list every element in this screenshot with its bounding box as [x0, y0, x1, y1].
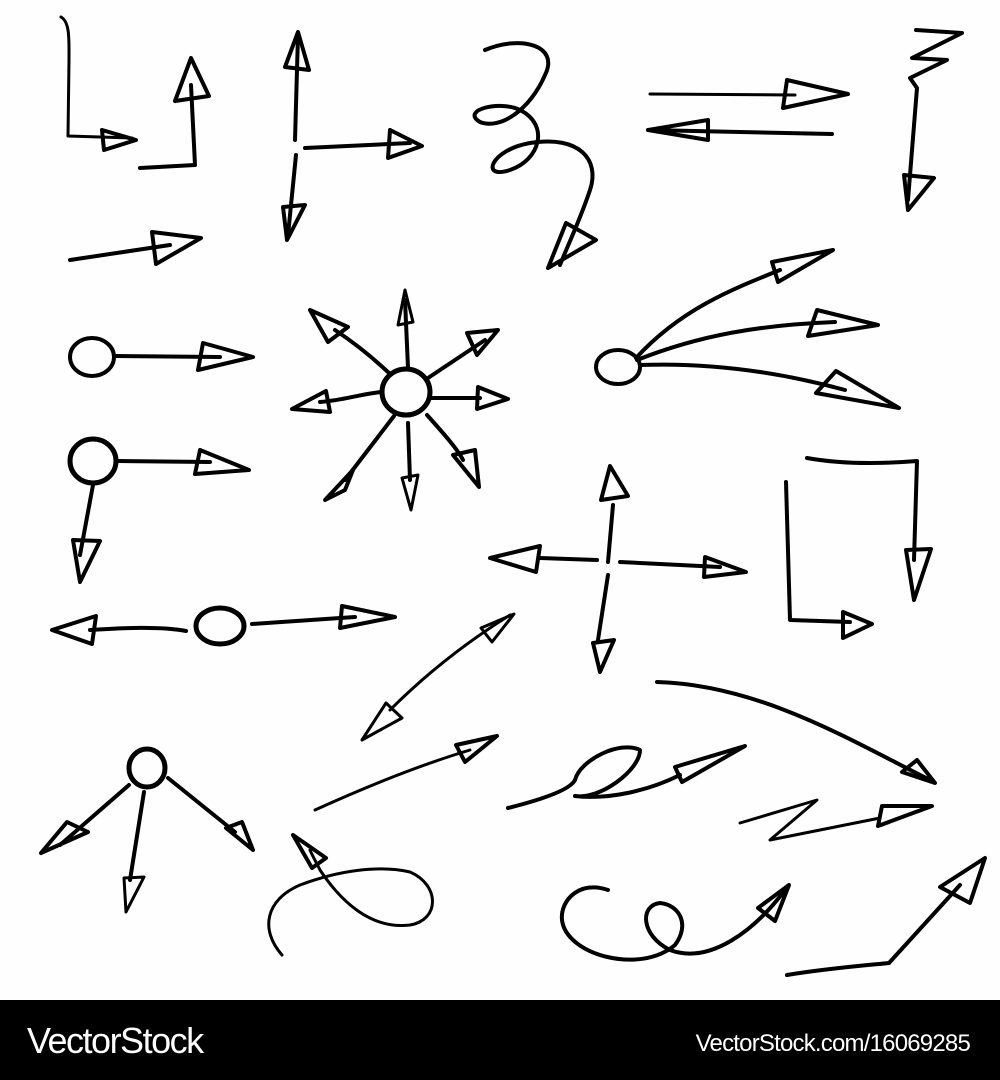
image-url-text: VectorStock.com/16069285 [695, 1030, 971, 1057]
diagonal-double-arrow-icon [360, 612, 516, 742]
looping-arrow-down-icon [472, 41, 598, 270]
three-way-arrow-icon [281, 30, 424, 242]
bracket-arrows-icon [784, 456, 933, 640]
circle-two-arrows-icon [67, 436, 251, 584]
lightning-arrow-icon [738, 798, 934, 842]
circle-arrow-right-icon [68, 336, 255, 378]
fan-arrows-icon [594, 248, 901, 410]
radial-arrows-icon [290, 288, 510, 512]
curved-arrow-icon [655, 680, 937, 785]
left-right-arrows-icon [646, 78, 850, 142]
watermark-footer: VectorStock VectorStock.com/16069285 [0, 1000, 1000, 1080]
circle-three-arrows-icon [39, 746, 255, 914]
bent-arrow-icon [785, 856, 987, 977]
four-way-arrow-icon [488, 464, 748, 674]
zigzag-arrow-down-icon [902, 28, 964, 212]
circle-bidirectional-arrow-icon [50, 604, 397, 647]
doodle-arrows-canvas [39, 15, 987, 977]
arrows-illustration [39, 15, 987, 977]
arrow-right-icon [68, 230, 203, 266]
curl-arrow-icon [559, 883, 791, 962]
figure-eight-arrow-icon [267, 833, 434, 957]
brand-logo-text: VectorStock [27, 1020, 204, 1061]
l-shaped-arrow-up-icon [138, 56, 211, 170]
diagonal-arrow-icon [313, 734, 499, 812]
loop-arrow-right-icon [506, 744, 747, 810]
l-shaped-arrow-right-icon [59, 15, 138, 152]
